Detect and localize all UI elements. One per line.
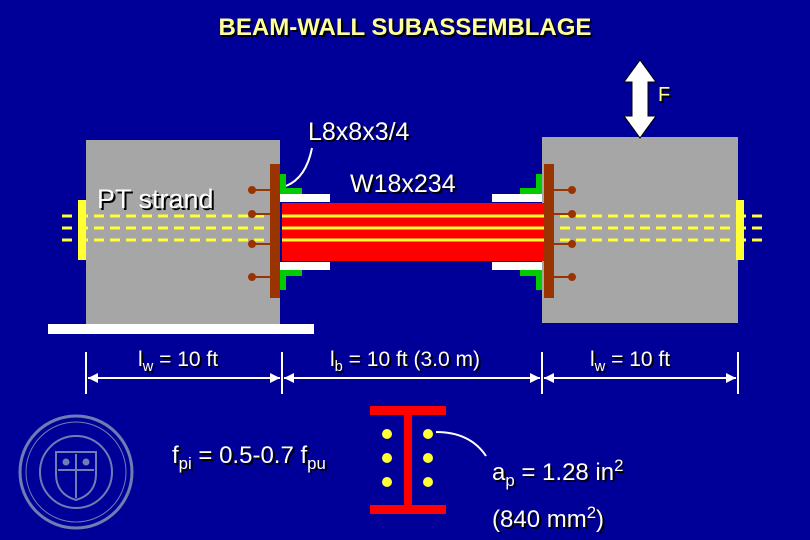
area-leader xyxy=(435,431,487,457)
beam-bottom-flange-right xyxy=(492,262,542,270)
load-label: F xyxy=(658,84,671,106)
bolts xyxy=(248,186,576,281)
university-seal xyxy=(18,414,134,530)
slide-title: BEAM-WALL SUBASSEMBLAGE xyxy=(218,14,592,41)
left-anchor-plate xyxy=(78,200,86,260)
left-wall xyxy=(86,140,280,326)
beam-cross-section xyxy=(370,406,487,514)
pt-strands xyxy=(62,214,762,242)
dimension-lines xyxy=(85,352,739,394)
strand-area: ap = 1.28 in2(840 mm2) xyxy=(492,456,624,533)
angle-label: L8x8x3/4 xyxy=(308,118,410,146)
right-anchor-plate xyxy=(736,200,744,260)
angle-leader xyxy=(285,147,313,187)
base-support xyxy=(48,324,314,334)
prestress-equation: fpi = 0.5-0.7 fpu xyxy=(172,442,326,473)
beam-length: lb = 10 ft (3.0 m) xyxy=(330,348,480,376)
beam-top-flange-right xyxy=(492,194,542,202)
right-wall-length: lw = 10 ft xyxy=(590,348,671,376)
left-wall-plate xyxy=(270,164,280,298)
beam-bottom-flange-left xyxy=(280,262,330,270)
load-arrow xyxy=(623,59,657,139)
beam-top-flange-left xyxy=(280,194,330,202)
right-wall-plate xyxy=(544,164,554,298)
top-seat-angles xyxy=(280,174,542,290)
right-wall xyxy=(542,137,738,323)
beam-web xyxy=(282,203,544,261)
left-wall-length: lw = 10 ft xyxy=(138,348,219,376)
beam-label: W18x234 xyxy=(350,170,456,198)
pt-strand-label: PT strand xyxy=(97,184,214,214)
